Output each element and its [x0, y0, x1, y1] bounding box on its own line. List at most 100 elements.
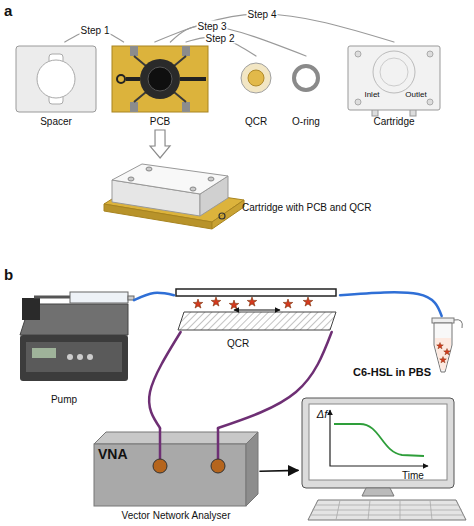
- molecule-star: [283, 299, 293, 308]
- keyboard: [308, 500, 466, 520]
- pump-button: [67, 354, 73, 360]
- pcb-board: PCB: [108, 42, 212, 130]
- qcr-crystal: [178, 312, 336, 330]
- tube-cap: [432, 318, 454, 323]
- molecule-star: [229, 300, 239, 309]
- gold-electrode: [248, 70, 264, 86]
- screw-hole: [128, 177, 134, 181]
- screw-hole: [146, 167, 152, 171]
- pcb-contact: [182, 46, 190, 56]
- pcb-trace: [126, 77, 140, 81]
- part-label: QCR: [218, 338, 258, 350]
- cable-end: [217, 428, 220, 462]
- tube-body: [434, 323, 452, 372]
- o-ring-part: O-ring: [284, 56, 328, 130]
- molecule-star: [247, 297, 257, 306]
- screw-hole: [355, 99, 361, 105]
- pump-button: [87, 354, 93, 360]
- syringe-nozzle: [128, 296, 134, 300]
- qcr-flow-cell: QCR: [174, 286, 340, 332]
- molecule-star: [444, 349, 451, 355]
- panel-letter: a: [4, 2, 12, 19]
- cartridge-chamber: [373, 51, 415, 93]
- cartridge-part: InletOutletCartridge: [344, 42, 444, 130]
- part-label: PCB: [108, 116, 212, 128]
- data-arrow: [260, 470, 298, 472]
- monitor-stand: [362, 488, 394, 496]
- step-label: Step 1: [80, 25, 111, 36]
- molecule-star: [193, 299, 203, 308]
- cartridge-chamber: [380, 58, 408, 86]
- step-label: Step 3: [197, 21, 228, 32]
- port-label: Inlet: [350, 90, 394, 100]
- pcb-pad: [117, 75, 125, 83]
- cartridge-body: [348, 46, 440, 110]
- molecule-star: [440, 357, 447, 363]
- pcb-electrode: [140, 59, 180, 99]
- tube-hinge: [454, 320, 462, 328]
- spacer-sheet: [16, 46, 96, 112]
- monitor-screen: [309, 404, 447, 480]
- part-label: Pump: [14, 394, 114, 406]
- molecule-star: [437, 343, 444, 349]
- pump-pusher: [22, 298, 40, 320]
- pump-display: [32, 348, 56, 358]
- sample-tube: C6-HSL in PBS: [340, 316, 464, 382]
- panel-letter: b: [4, 266, 13, 283]
- pump-body: [20, 335, 128, 381]
- syringe-pump: Pump: [14, 284, 134, 408]
- molecule-star: [211, 297, 221, 306]
- molecule-star: [303, 297, 313, 306]
- pcb-trace: [134, 56, 186, 102]
- vna-instrument: VNA Vector Network Analyser: [92, 428, 260, 524]
- vna-top: [94, 432, 258, 444]
- axis-label: Δf: [312, 408, 332, 421]
- spacer-part: Spacer: [12, 42, 100, 130]
- signal-cable: [149, 332, 181, 428]
- part-label: Spacer: [12, 116, 100, 128]
- screw-hole: [355, 51, 361, 57]
- sample-tubing: [134, 293, 174, 300]
- part-label: O-ring: [276, 116, 336, 128]
- cable-end: [159, 428, 162, 462]
- part-label: QCR: [226, 116, 286, 128]
- vna-port: [211, 459, 225, 473]
- step-label: Step 2: [205, 33, 236, 44]
- part-label: Cartridge with PCB and QCR: [242, 202, 404, 214]
- quartz-disc: [241, 63, 271, 93]
- keyboard-keys: [310, 500, 464, 520]
- screw-hole: [427, 99, 433, 105]
- syringe-plunger: [34, 296, 72, 299]
- frequency-curve: [334, 424, 424, 456]
- pcb-substrate: [112, 46, 208, 112]
- screw-hole: [208, 177, 214, 181]
- signal-cable: [218, 332, 332, 428]
- syringe-barrel: [70, 292, 128, 303]
- screw-hole: [190, 187, 196, 191]
- spacer-cutout: [37, 60, 75, 98]
- assembled-cartridge: Cartridge with PCB and QCR: [104, 158, 404, 250]
- vna-port: [153, 459, 167, 473]
- assembly-arrow: [150, 130, 170, 158]
- qcr-crystal: QCR: [236, 56, 276, 130]
- computer-monitor: ΔfTime: [298, 396, 462, 522]
- instrument-label: Vector Network Analyser: [92, 510, 260, 522]
- cartridge-block: [112, 164, 228, 194]
- pcb-trace: [180, 77, 206, 81]
- flow-channel-lid: [176, 289, 336, 296]
- instrument-label: VNA: [98, 446, 142, 462]
- pump-panel: [26, 342, 122, 372]
- pump-button: [77, 354, 83, 360]
- part-label: Cartridge: [344, 116, 444, 128]
- pcb-contact: [182, 102, 190, 112]
- pcb-contact: [130, 46, 138, 56]
- tube-liquid: [435, 338, 451, 370]
- o-ring-shape: [294, 66, 318, 90]
- pcb-contact: [130, 102, 138, 112]
- pcb-pad: [219, 213, 225, 219]
- sample-tubing: [340, 292, 442, 316]
- screw-hole: [427, 51, 433, 57]
